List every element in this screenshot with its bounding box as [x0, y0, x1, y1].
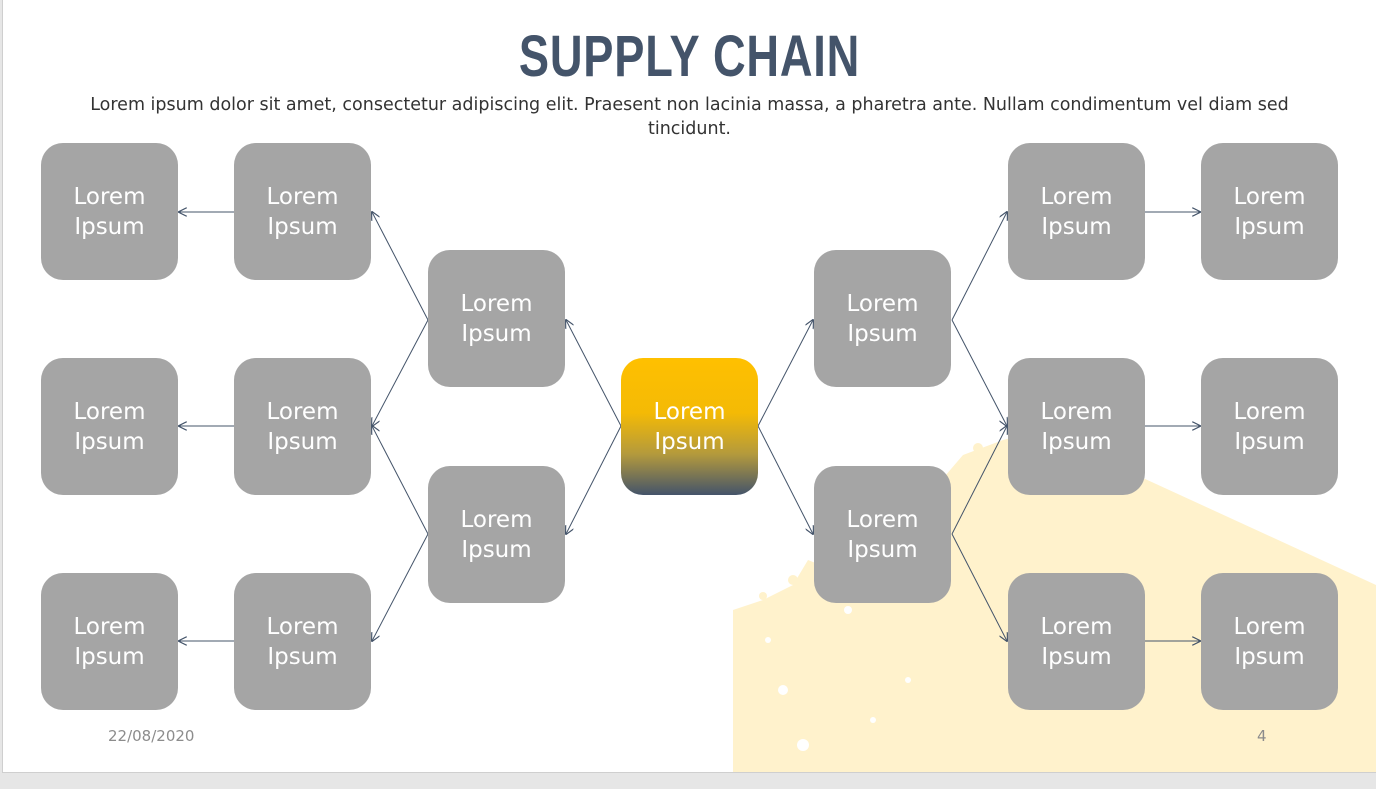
node-left-inner-bottom: Lorem Ipsum — [234, 573, 371, 710]
connector-r-mid-bottom-to-r-inner-middle — [951, 426, 1007, 535]
node-left-inner-top: Lorem Ipsum — [234, 143, 371, 280]
node-right-outer-middle: Lorem Ipsum — [1201, 358, 1338, 495]
connector-center-to-l-mid-top — [566, 320, 622, 427]
node-left-mid-bottom: Lorem Ipsum — [428, 466, 565, 603]
node-right-inner-bottom: Lorem Ipsum — [1008, 573, 1145, 710]
connector-l-mid-top-to-l-inner-middle — [372, 319, 429, 426]
connector-l-mid-top-to-l-inner-top — [372, 212, 429, 321]
slide-subtitle: Lorem ipsum dolor sit amet, consectetur … — [90, 95, 1289, 139]
node-center: Lorem Ipsum — [621, 358, 758, 495]
connector-r-mid-top-to-r-inner-top — [951, 212, 1007, 321]
node-right-inner-top: Lorem Ipsum — [1008, 143, 1145, 280]
slide-title: SUPPLY CHAIN — [518, 24, 861, 89]
connector-center-to-l-mid-bottom — [566, 425, 622, 534]
node-left-inner-middle: Lorem Ipsum — [234, 358, 371, 495]
node-right-outer-bottom: Lorem Ipsum — [1201, 573, 1338, 710]
connector-l-mid-bottom-to-l-inner-middle — [372, 426, 429, 535]
node-left-outer-middle: Lorem Ipsum — [41, 358, 178, 495]
connector-lines — [3, 0, 1376, 772]
node-right-mid-bottom: Lorem Ipsum — [814, 466, 951, 603]
footer-page-number: 4 — [1257, 727, 1267, 745]
node-left-outer-bottom: Lorem Ipsum — [41, 573, 178, 710]
slide: SUPPLY CHAIN Lorem ipsum dolor sit amet,… — [3, 0, 1376, 772]
node-right-inner-middle: Lorem Ipsum — [1008, 358, 1145, 495]
node-right-outer-top: Lorem Ipsum — [1201, 143, 1338, 280]
connector-l-mid-bottom-to-l-inner-bottom — [372, 533, 429, 641]
footer-date: 22/08/2020 — [108, 727, 195, 745]
node-left-outer-top: Lorem Ipsum — [41, 143, 178, 280]
node-right-mid-top: Lorem Ipsum — [814, 250, 951, 387]
connector-center-to-r-mid-top — [757, 320, 813, 427]
connector-r-mid-top-to-r-inner-middle — [951, 319, 1007, 426]
connector-r-mid-bottom-to-r-inner-bottom — [951, 533, 1007, 641]
connector-center-to-r-mid-bottom — [757, 425, 813, 534]
node-left-mid-top: Lorem Ipsum — [428, 250, 565, 387]
